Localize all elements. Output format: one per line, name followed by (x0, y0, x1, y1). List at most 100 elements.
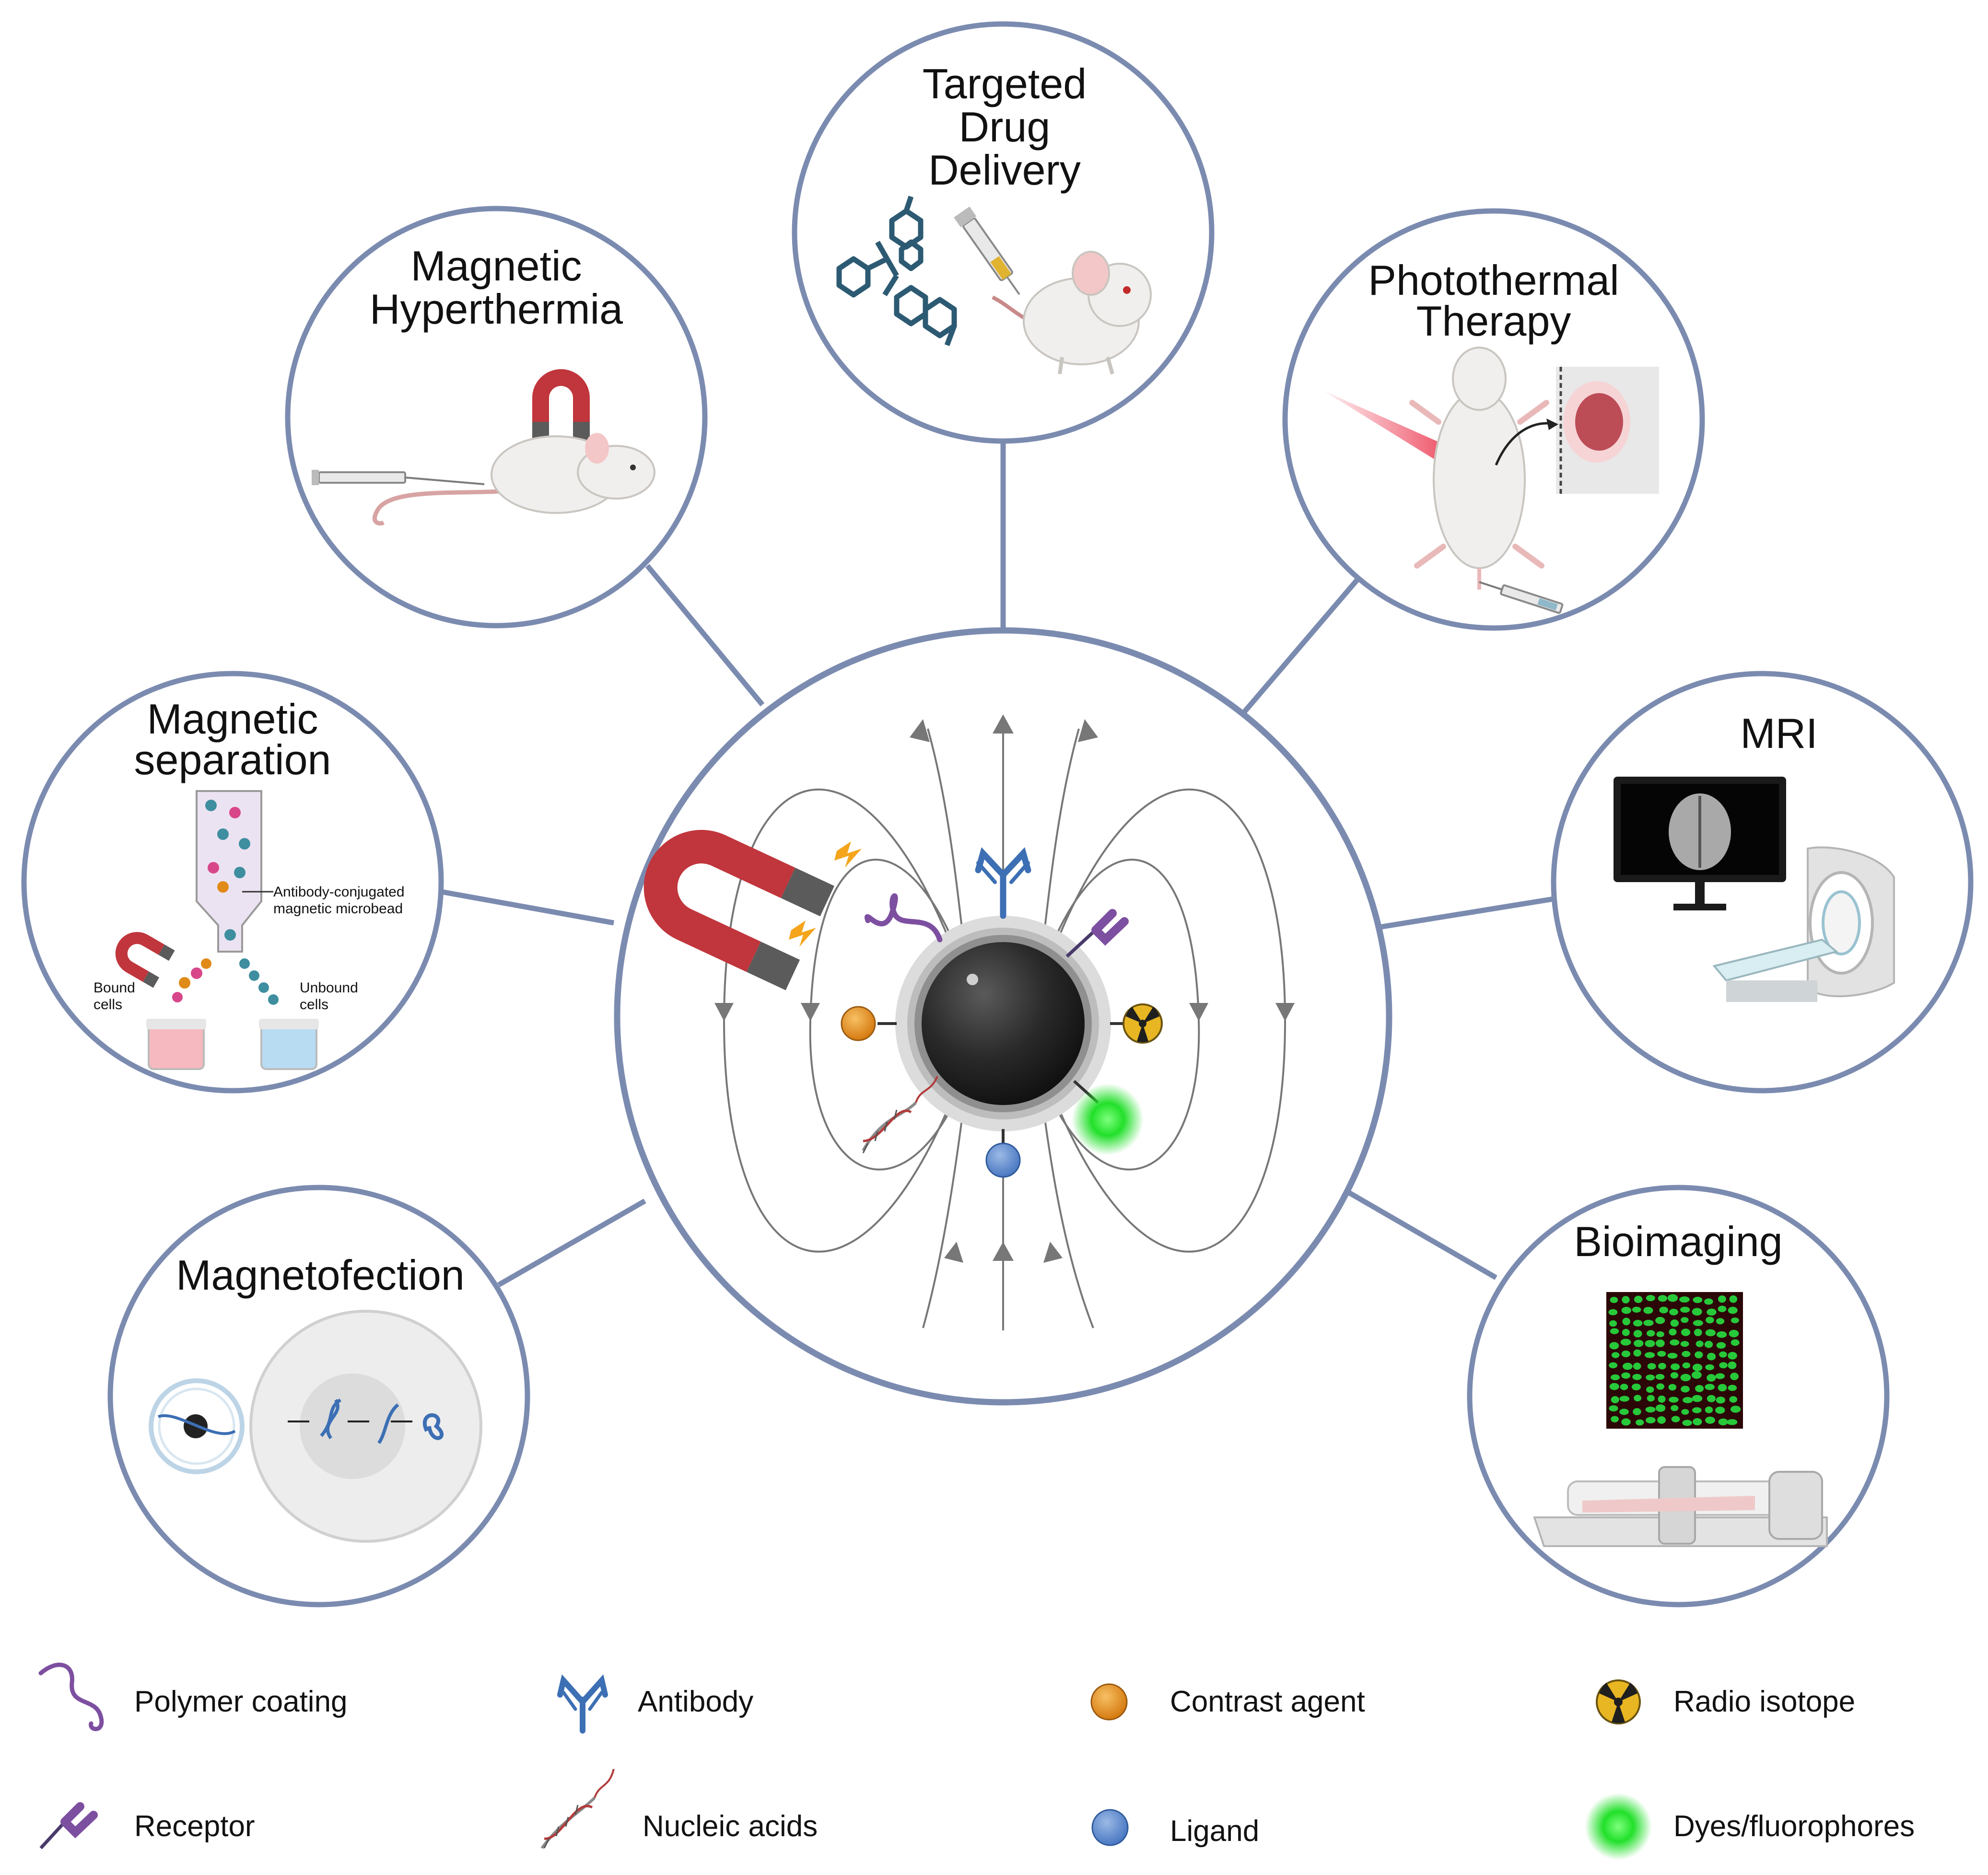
fluorescent-cell (1727, 1419, 1738, 1425)
fluorescent-cell (1667, 1294, 1678, 1302)
fluorescent-cell (1696, 1340, 1704, 1347)
fluorescent-cell (1705, 1329, 1716, 1337)
panel-hyperthermia: Magnetic Hyperthermia (285, 206, 708, 629)
fluorescent-cell (1611, 1396, 1619, 1404)
fluorophore-icon (1072, 1080, 1144, 1155)
fluorescent-cell (1659, 1306, 1668, 1314)
microbead-label: Antibody-conjugated (273, 884, 405, 900)
fluorescent-cell (1634, 1395, 1642, 1402)
panel-title-line: Magnetic (410, 242, 582, 290)
field-arrow-up (993, 1242, 1014, 1261)
connector-magnetofection (497, 1199, 646, 1287)
fluorescent-cell (1619, 1396, 1630, 1402)
fluorescent-cell (1658, 1395, 1666, 1403)
monitor-icon (1614, 777, 1786, 910)
fluorescent-cell (1730, 1373, 1739, 1380)
fluorescent-cell (1647, 1395, 1655, 1402)
receptor-icon (39, 1802, 98, 1850)
fluorescent-cell (1656, 1331, 1664, 1338)
fluorescent-cell (1705, 1406, 1713, 1413)
fluorescent-cell (1704, 1298, 1713, 1305)
legend-label: Antibody (638, 1685, 753, 1718)
panel-title: Magnetofection (176, 1251, 465, 1299)
fluorescent-cell (1610, 1296, 1618, 1303)
panel-title-line: Magnetic (147, 695, 318, 743)
fluorescent-cell (1669, 1397, 1679, 1403)
panel-title: Bioimaging (1574, 1218, 1782, 1265)
fluorescent-cell (1655, 1374, 1665, 1380)
fluorescent-cell (1658, 1295, 1668, 1302)
panel-bioimaging: Bioimaging (1467, 1185, 1890, 1607)
fluorescent-cell (1705, 1416, 1715, 1424)
syringe-icon (954, 206, 1020, 295)
fluorescent-cell (1611, 1352, 1620, 1358)
fluorescent-cell (1656, 1383, 1665, 1390)
fluorescent-cell (1707, 1308, 1717, 1316)
fluorescent-cell (1692, 1308, 1702, 1316)
fluorescent-cell (1682, 1351, 1691, 1357)
legend-item-receptor: Receptor (39, 1802, 255, 1850)
fluorescent-cell (1731, 1339, 1740, 1346)
legend-item-contrast: Contrast agent (1090, 1683, 1365, 1721)
bound-cells-label: cells (94, 997, 122, 1013)
fluorescent-cell (1719, 1362, 1728, 1369)
fluorescent-cell (1670, 1372, 1679, 1379)
fluorescent-cell (1692, 1363, 1703, 1372)
field-arrow-up (993, 714, 1014, 734)
fluorescent-cell (1633, 1330, 1642, 1338)
fluorescent-cell (1645, 1406, 1656, 1413)
connector-mri (1376, 896, 1554, 931)
field-arrow-down (1275, 1003, 1295, 1021)
fluorescent-cell (1643, 1319, 1654, 1326)
fluorescent-cell (1718, 1418, 1728, 1426)
fluorescent-cell (1707, 1352, 1716, 1361)
connector-lines (441, 441, 1554, 1287)
fluorescent-cell (1680, 1374, 1691, 1382)
fluorescent-cell (1728, 1361, 1737, 1369)
radiation-icon (1596, 1679, 1641, 1724)
fluorescent-cell (1719, 1351, 1727, 1358)
fluorescent-cell (1636, 1419, 1644, 1426)
fluorescent-cell (1633, 1408, 1641, 1416)
panel-photothermal: Photothermal Therapy (1282, 208, 1705, 631)
fluorescent-cell (1633, 1320, 1643, 1327)
fluorescent-cell (1633, 1363, 1641, 1370)
particle-highlight (967, 974, 978, 985)
fluorescent-cell (1731, 1317, 1739, 1324)
fluorescent-cell (1680, 1306, 1690, 1313)
field-arrow-down (801, 1003, 820, 1021)
fluorescent-cell (1609, 1405, 1618, 1412)
tumor-tissue-icon (1556, 367, 1659, 494)
fluorescent-cell (1658, 1363, 1666, 1370)
fluorescent-cell (1622, 1363, 1633, 1370)
center-nanoparticle-panel (614, 627, 1392, 1406)
fluorescent-cell (1716, 1397, 1726, 1404)
connector-separation (441, 889, 614, 926)
syringe-icon (312, 470, 485, 485)
molecule-icon (836, 196, 957, 346)
fluorescent-cell (1622, 1296, 1630, 1304)
fluorescent-cell (1704, 1340, 1713, 1348)
fluorescent-cell (1632, 1374, 1642, 1380)
ligand-icon (1091, 1809, 1129, 1846)
legend-item-ligand: Ligand (1091, 1809, 1259, 1848)
fluorescent-cell (1671, 1416, 1680, 1422)
receptor-icon (1065, 909, 1129, 958)
fluorophore-icon (1585, 1793, 1652, 1860)
fluorescent-cell (1669, 1328, 1677, 1336)
panel-title-line: Drug (959, 103, 1051, 151)
fluorescent-cell (1682, 1362, 1691, 1369)
fluorescent-cell (1670, 1339, 1680, 1346)
legend-label: Nucleic acids (643, 1810, 818, 1843)
fluorescent-cell (1715, 1373, 1725, 1379)
fluorescent-cell (1671, 1405, 1679, 1411)
fluorescent-cell (1657, 1351, 1666, 1357)
panel-magnetofection: Magnetofection (107, 1185, 530, 1607)
fluorescent-cell (1634, 1295, 1643, 1303)
field-arrow-up (1078, 719, 1098, 742)
fluorescent-cell (1695, 1351, 1703, 1359)
fluorescent-cell (1717, 1331, 1727, 1338)
fluorescent-cell (1693, 1320, 1703, 1326)
fluorescent-cell (1633, 1339, 1644, 1347)
fluorescent-cell (1633, 1349, 1641, 1357)
